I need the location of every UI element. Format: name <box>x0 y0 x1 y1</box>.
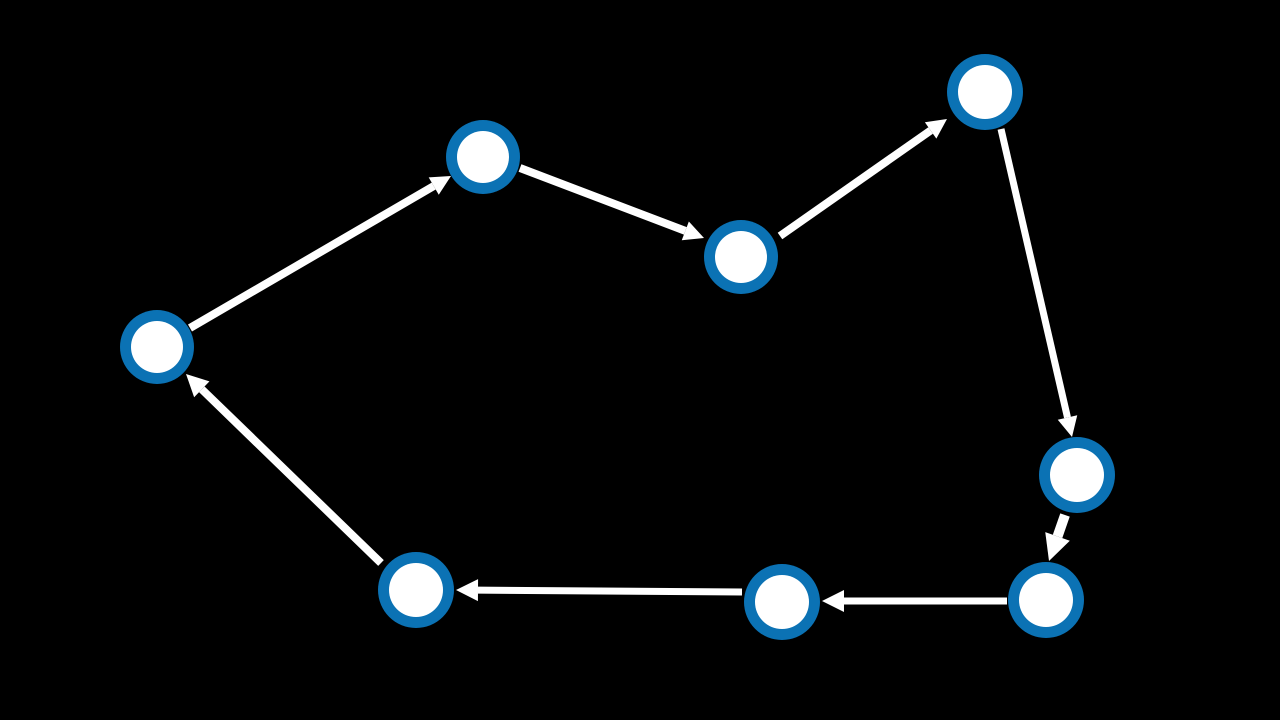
graph-edge[interactable] <box>518 164 704 241</box>
edge-arrowhead-icon <box>681 221 704 241</box>
edge-shaft <box>518 164 687 235</box>
node-core <box>1019 573 1073 627</box>
edge-arrowhead-icon <box>428 176 451 195</box>
node-core <box>715 231 767 283</box>
graph-node[interactable] <box>704 220 778 294</box>
graph-edge[interactable] <box>456 579 743 602</box>
edge-arrowhead-icon <box>822 590 844 612</box>
edge-shaft <box>1052 513 1070 539</box>
edge-arrowhead-icon <box>186 374 210 398</box>
nodes-layer <box>120 54 1115 640</box>
graph-node[interactable] <box>947 54 1023 130</box>
edge-shaft <box>777 127 933 240</box>
edge-arrowhead-icon <box>456 579 479 602</box>
graph-node[interactable] <box>446 120 520 194</box>
edges-layer <box>186 119 1078 612</box>
graph-node[interactable] <box>744 564 820 640</box>
node-core <box>1050 448 1104 502</box>
edge-shaft <box>187 182 436 332</box>
node-core <box>131 321 183 373</box>
graph-edge[interactable] <box>1045 513 1070 561</box>
graph-edge[interactable] <box>186 374 384 566</box>
edge-shaft <box>477 586 743 596</box>
graph-edge[interactable] <box>997 128 1078 437</box>
node-core <box>958 65 1012 119</box>
graph-node[interactable] <box>1039 437 1115 513</box>
graph-node[interactable] <box>378 552 454 628</box>
edge-arrowhead-icon <box>924 119 947 139</box>
graph-edge[interactable] <box>822 590 1007 612</box>
graph-node[interactable] <box>1008 562 1084 638</box>
graph-edge[interactable] <box>777 119 947 240</box>
edge-arrowhead-icon <box>1045 532 1070 561</box>
edge-shaft <box>199 386 384 566</box>
graph-node[interactable] <box>120 310 194 384</box>
edge-arrowhead-icon <box>1057 415 1078 437</box>
graph-edge[interactable] <box>187 176 451 332</box>
node-core <box>457 131 509 183</box>
node-core <box>755 575 809 629</box>
node-core <box>389 563 443 617</box>
edge-shaft <box>997 128 1071 419</box>
